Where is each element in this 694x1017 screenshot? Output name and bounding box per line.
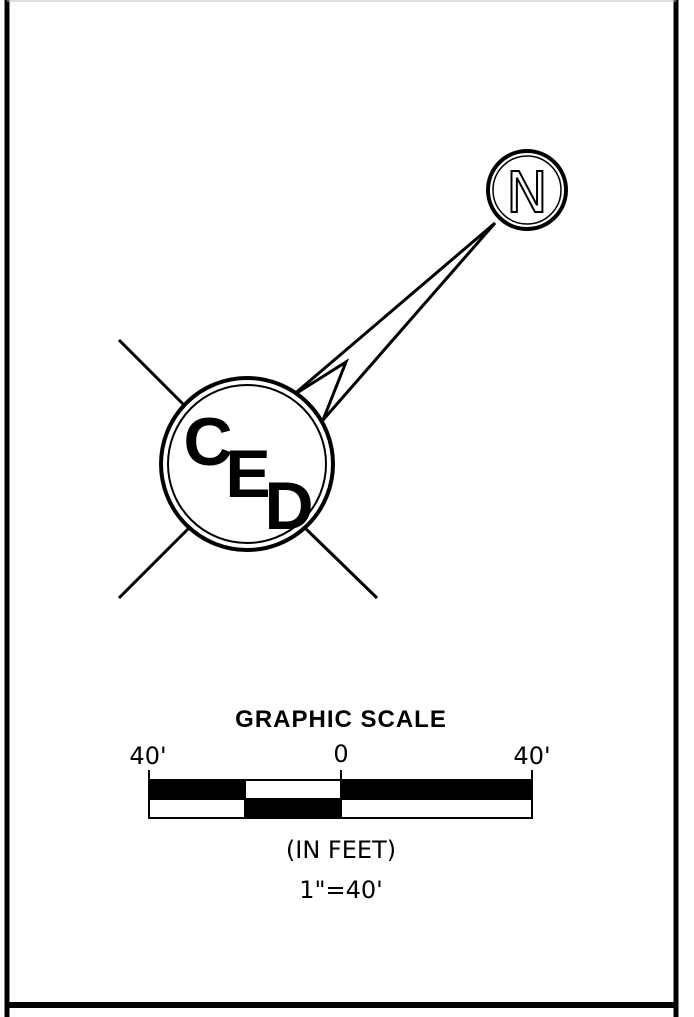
logo-letter-d: D	[264, 468, 313, 544]
graphic-scale: GRAPHIC SCALE 40' 0 40' (IN FEET) 1"=40'	[129, 706, 550, 904]
sheet-border	[4, 0, 679, 1017]
scale-tick-label-zero: 0	[333, 740, 348, 768]
logo-letter-c: C	[183, 404, 232, 480]
scale-bar	[148, 770, 533, 819]
scale-ratio: 1"=40'	[299, 876, 383, 904]
crosshair-icon	[117, 338, 379, 600]
scale-title: GRAPHIC SCALE	[235, 706, 447, 733]
north-arrow-icon: N	[291, 149, 568, 421]
ced-logo: C E D	[159, 376, 335, 552]
scale-tick-label-right: 40'	[513, 742, 550, 770]
scale-units: (IN FEET)	[286, 836, 396, 864]
north-label: N	[506, 161, 548, 226]
scale-tick-label-left: 40'	[129, 742, 166, 770]
logo-letter-e: E	[225, 436, 270, 512]
